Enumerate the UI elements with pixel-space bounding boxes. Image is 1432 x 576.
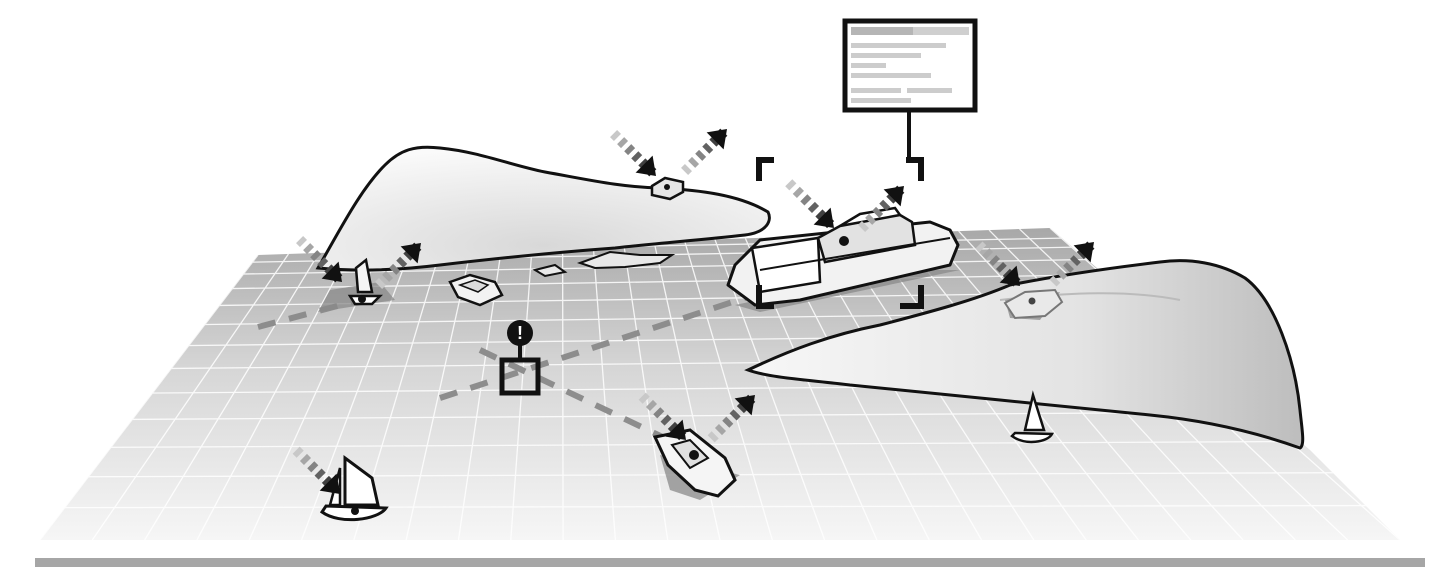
alert-marker[interactable]: !: [499, 320, 541, 396]
arrow-segment: [303, 243, 315, 255]
signal-in-arrow-icon: [610, 130, 657, 177]
arrow-segment: [872, 206, 884, 218]
signal-out-arrow-icon: [375, 242, 422, 289]
target-bracket-icon: [756, 157, 924, 309]
arrow-segment: [617, 137, 629, 149]
motorboat-icon[interactable]: [448, 273, 504, 307]
arrow-head: [813, 207, 834, 228]
arrow-segment: [807, 201, 820, 214]
monitor-icon[interactable]: [842, 18, 978, 160]
arrow-segment: [299, 453, 312, 466]
arrow-segment: [396, 256, 408, 268]
arrow-head: [883, 186, 904, 207]
arrow-head: [1073, 242, 1094, 263]
arrow-segment: [722, 416, 734, 428]
arrow-segment: [610, 130, 621, 141]
arrow-segment: [389, 263, 401, 275]
arrow-segment: [792, 186, 804, 198]
arrow-segment: [858, 221, 869, 232]
arrow-segment: [292, 446, 304, 458]
arrow-segment: [375, 278, 386, 289]
arrow-segment: [624, 144, 636, 156]
grid-line: [144, 252, 320, 540]
camera-icon[interactable]: [650, 176, 685, 201]
arrow-segment: [702, 142, 714, 154]
bottom-bar: [35, 558, 1425, 567]
signal-in-arrow-icon: [785, 179, 835, 229]
grid-line: [40, 504, 1400, 509]
arrow-segment: [695, 149, 707, 161]
motorboat-icon[interactable]: [1003, 288, 1064, 320]
signal-in-arrow-icon: [292, 446, 341, 495]
arrow-segment: [653, 407, 665, 419]
arrow-head: [319, 473, 340, 494]
sailboat-icon[interactable]: [1010, 390, 1055, 444]
signal-in-arrow-icon: [296, 236, 343, 283]
signal-out-arrow-icon: [1049, 241, 1095, 287]
arrow-segment: [645, 399, 658, 412]
cargo-ship-icon[interactable]: [726, 206, 960, 307]
arrow-segment: [785, 179, 797, 191]
arrow-segment: [688, 156, 700, 168]
arrow-segment: [989, 255, 1000, 266]
arrow-head: [706, 129, 727, 150]
arrow-segment: [1069, 255, 1081, 267]
arrow-segment: [729, 409, 741, 421]
motorboat-icon[interactable]: [652, 428, 737, 498]
island-north: [315, 145, 771, 272]
arrow-segment: [314, 468, 326, 480]
signal-in-arrow-icon: [975, 241, 1021, 287]
arrow-segment: [631, 151, 643, 163]
grid-line: [91, 253, 289, 540]
islets: [532, 250, 676, 278]
arrow-segment: [317, 257, 329, 269]
arrow-head: [635, 155, 656, 176]
svg-text:!: !: [517, 323, 523, 343]
arrow-segment: [638, 392, 650, 404]
arrow-segment: [879, 199, 891, 211]
grid-line: [592, 243, 617, 540]
arrow-segment: [296, 236, 307, 247]
signal-arrows: [292, 128, 1095, 495]
arrow-segment: [1056, 268, 1068, 280]
arrow-head: [999, 265, 1020, 286]
ship-tracking-dot: [839, 236, 849, 246]
arrow-segment: [707, 431, 719, 443]
arrow-segment: [800, 194, 812, 206]
signal-out-arrow-icon: [681, 128, 728, 175]
grid-line: [196, 251, 350, 540]
signal-out-arrow-icon: [858, 185, 905, 232]
arrow-head: [400, 243, 421, 264]
signal-in-arrow-icon: [638, 392, 687, 441]
arrow-segment: [975, 241, 987, 253]
arrow-segment: [382, 270, 394, 282]
grid-line: [40, 254, 259, 540]
arrow-segment: [307, 461, 319, 473]
signal-out-arrow-icon: [707, 394, 756, 443]
island-east: [744, 259, 1305, 450]
exclamation-icon: !: [507, 320, 533, 346]
sailboat-icon[interactable]: [347, 257, 384, 306]
arrow-segment: [865, 213, 877, 225]
grid-line: [622, 242, 669, 540]
arrow-segment: [995, 261, 1007, 273]
sailboat-icon[interactable]: [319, 455, 389, 522]
arrow-segment: [714, 423, 727, 436]
arrow-segment: [660, 414, 672, 426]
arrow-segment: [1063, 262, 1074, 273]
arrow-segment: [982, 248, 994, 260]
arrow-head: [734, 395, 755, 416]
arrow-head: [321, 261, 342, 282]
grid-line: [683, 240, 773, 540]
arrow-segment: [1049, 275, 1061, 287]
arrow-head: [665, 419, 686, 440]
arrow-segment: [310, 250, 322, 262]
arrow-segment: [681, 164, 692, 175]
